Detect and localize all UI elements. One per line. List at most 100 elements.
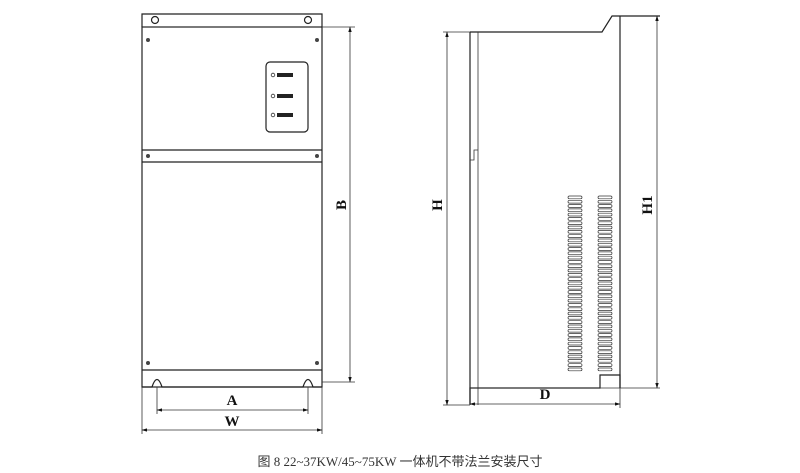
vent-slot xyxy=(567,341,583,346)
vent-slot xyxy=(597,324,613,329)
vent-slot xyxy=(597,311,613,316)
vent-slot xyxy=(597,212,613,217)
vent-slot xyxy=(597,341,613,346)
vent-slot xyxy=(567,199,583,204)
vent-slot xyxy=(597,363,613,367)
vent-slot xyxy=(597,285,613,290)
vent-slot xyxy=(567,277,583,281)
vent-slot xyxy=(567,316,583,320)
vent-slot xyxy=(597,273,613,277)
vent-slot xyxy=(567,264,583,268)
vent-slot xyxy=(597,260,613,264)
vent-slot xyxy=(597,225,613,230)
vent-slot xyxy=(567,208,583,213)
vent-slot xyxy=(567,324,583,329)
vent-slot xyxy=(567,273,583,277)
vent-slot xyxy=(597,208,613,213)
vent-slot xyxy=(567,311,583,316)
vent-slot xyxy=(597,328,613,333)
vent-slot xyxy=(567,225,583,230)
vent-slot xyxy=(567,298,583,303)
figure-caption: 图 8 22~37KW/45~75KW 一体机不带法兰安装尺寸 xyxy=(257,454,543,469)
vent-slot xyxy=(597,346,613,350)
vent-slot xyxy=(597,242,613,247)
dimension-label-d: D xyxy=(540,387,551,403)
indicator-led xyxy=(270,112,293,118)
vent-slot xyxy=(597,238,613,243)
vent-slot xyxy=(597,354,613,359)
vent-slot xyxy=(567,234,583,238)
vent-slot xyxy=(567,320,583,324)
vent-slot xyxy=(597,195,613,200)
dimension-label-h1: H1 xyxy=(640,195,656,214)
vent-slot xyxy=(567,242,583,247)
vent-slot xyxy=(597,204,613,208)
vent-slot xyxy=(597,303,613,307)
vent-slot xyxy=(567,346,583,350)
vent-slot xyxy=(567,290,583,294)
vent-slot xyxy=(597,333,613,337)
vent-slot xyxy=(597,337,613,342)
vent-slot xyxy=(567,350,583,354)
vent-slot xyxy=(597,316,613,320)
side-bottom xyxy=(469,374,621,404)
vent-slot xyxy=(567,217,583,221)
vent-slot xyxy=(597,307,613,311)
display-panel xyxy=(265,61,309,133)
vent-slot xyxy=(567,247,583,251)
vent-slot xyxy=(597,350,613,354)
vent-slot xyxy=(567,285,583,290)
indicator-led xyxy=(270,72,293,78)
bottom-notches xyxy=(142,378,322,388)
vent-slot xyxy=(567,212,583,217)
vent-slot xyxy=(567,337,583,342)
vent-slot xyxy=(597,255,613,260)
vent-slot xyxy=(597,230,613,234)
side-view: H H1 D xyxy=(430,15,660,408)
vent-slot xyxy=(567,255,583,260)
ventilation-slots xyxy=(567,195,613,372)
top-bracket xyxy=(141,13,323,27)
dimension-label-w: W xyxy=(225,414,240,430)
vent-slot xyxy=(567,230,583,234)
vent-slot xyxy=(597,298,613,303)
front-body xyxy=(141,26,323,388)
vent-slot xyxy=(597,281,613,286)
vent-slot xyxy=(597,234,613,238)
vent-slot xyxy=(567,359,583,363)
vent-slot xyxy=(597,247,613,251)
vent-slot xyxy=(567,238,583,243)
vent-slot xyxy=(597,367,613,372)
mounting-hole-icon xyxy=(303,15,313,25)
vent-slot xyxy=(567,367,583,372)
mounting-hole-icon xyxy=(150,15,160,25)
vent-slot xyxy=(597,294,613,299)
vent-slot xyxy=(567,307,583,311)
vent-slot xyxy=(567,204,583,208)
vent-slot xyxy=(567,268,583,273)
dimension-label-h: H xyxy=(430,199,446,211)
vent-slot xyxy=(567,260,583,264)
vent-slot xyxy=(567,251,583,256)
vent-slot xyxy=(567,195,583,200)
vent-slot xyxy=(597,359,613,363)
vent-slot xyxy=(567,333,583,337)
front-view: B A W xyxy=(141,13,355,434)
vent-slot xyxy=(567,281,583,286)
screws xyxy=(146,38,319,365)
vent-slot xyxy=(597,217,613,221)
vent-slot xyxy=(567,303,583,307)
indicator-led xyxy=(270,93,293,99)
vent-slot xyxy=(597,221,613,225)
vent-slot xyxy=(597,277,613,281)
dimension-label-a: A xyxy=(227,393,238,409)
vent-slot xyxy=(567,294,583,299)
vent-slot xyxy=(567,221,583,225)
vent-slot xyxy=(567,328,583,333)
side-top xyxy=(470,15,660,33)
vent-slot xyxy=(597,199,613,204)
vent-slot xyxy=(597,268,613,273)
vent-slot xyxy=(597,264,613,268)
vent-slot xyxy=(567,354,583,359)
